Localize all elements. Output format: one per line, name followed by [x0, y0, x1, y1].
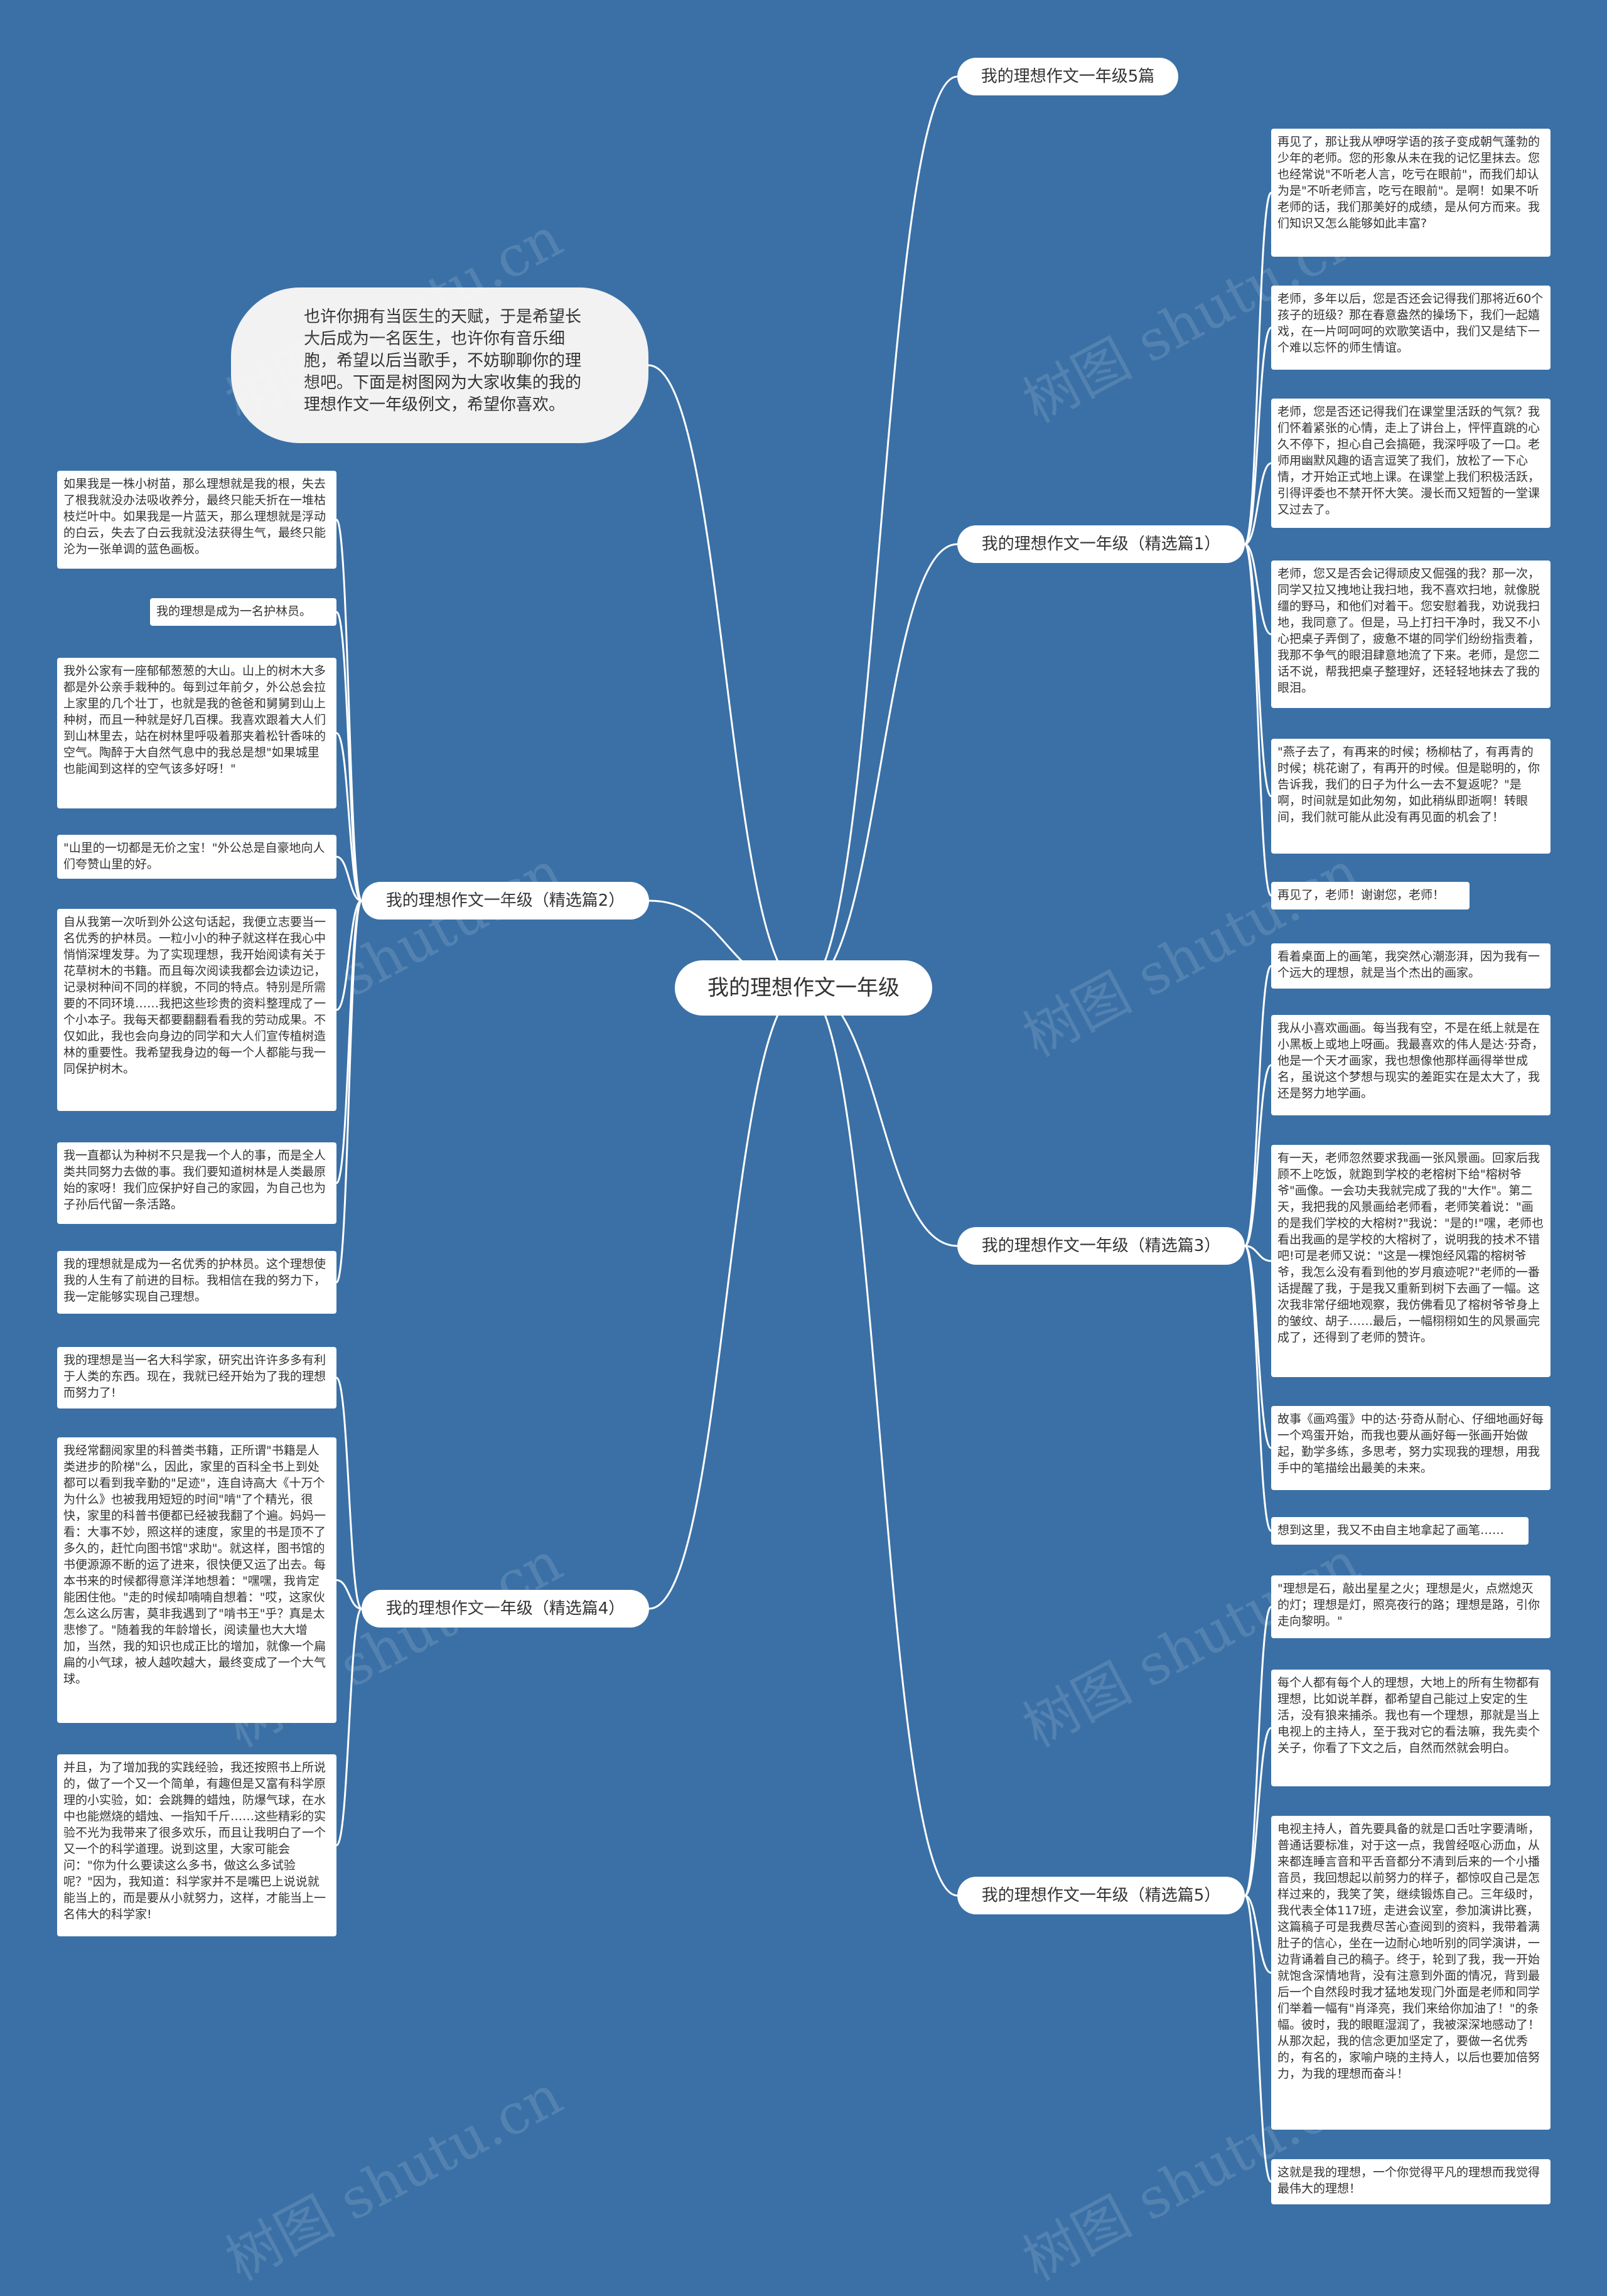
connector-branch-leaf [1244, 1606, 1272, 1897]
leaf-essay-4-1: 我的理想是当一名大科学家，研究出许许多多有利于人类的东西。现在，我就已经开始为了… [57, 1347, 336, 1408]
connector-branch-leaf [335, 856, 363, 902]
leaf-essay-3-1: 看着桌面上的画笔，我突然心潮澎湃，因为我有一个远大的理想，就是当个杰出的画家。 [1271, 943, 1551, 989]
connector-branch-leaf [1244, 543, 1272, 897]
branch-topic-essay-4[interactable]: 我的理想作文一年级（精选篇4） [362, 1590, 649, 1628]
connector-branch-leaf [1244, 1245, 1272, 1532]
leaf-essay-2-4: "山里的一切都是无价之宝！"外公总是自豪地向人们夸赞山里的好。 [57, 835, 336, 879]
connector-branch-leaf [1244, 462, 1272, 545]
connector-branch-leaf [335, 732, 363, 902]
leaf-essay-5-2: 每个人都有每个人的理想，大地上的所有生物都有理想，比如说羊群，都希望自己能过上安… [1271, 1670, 1551, 1786]
connector-branch-leaf [335, 899, 363, 1184]
connector-root-intro [647, 364, 805, 989]
connector-branch-leaf [1244, 1727, 1272, 1897]
connector-branch-leaf [1244, 1894, 1272, 1974]
leaf-essay-2-3: 我外公家有一座郁郁葱葱的大山。山上的树木大多都是外公亲手栽种的。每到过年前夕，外… [57, 658, 336, 808]
leaf-essay-2-1: 如果我是一株小树苗，那么理想就是我的根，失去了根我就没办法吸收养分，最终只能夭折… [57, 471, 336, 569]
leaf-essay-1-5: "燕子去了，有再来的时候；杨柳枯了，有再青的时候；桃花谢了，有再开的时候。但是聪… [1271, 739, 1551, 854]
intro-bubble: 也许你拥有当医生的天赋，于是希望长大后成为一名医生，也许你有音乐细胞，希望以后当… [231, 287, 648, 443]
connector-root-branch [802, 987, 959, 1897]
connector-branch-leaf [1244, 1245, 1272, 1262]
leaf-essay-3-4: 故事《画鸡蛋》中的达·芬奇从耐心、仔细地画好每一个鸡蛋开始，而我也要从画好每一张… [1271, 1406, 1551, 1490]
connector-branch-leaf [335, 899, 363, 1011]
connector-branch-leaf [335, 1607, 363, 1847]
connector-branch-leaf [335, 518, 363, 902]
leaf-essay-5-4: 这就是我的理想，一个你觉得平凡的理想而我觉得最伟大的理想！ [1271, 2159, 1551, 2204]
connector-branch-leaf [1244, 1894, 1272, 2183]
leaf-essay-1-6: 再见了，老师！谢谢您，老师！ [1271, 882, 1470, 909]
connector-root-branch [802, 543, 959, 989]
leaf-essay-1-2: 老师，多年以后，您是否还会记得我们那将近60个孩子的班级？那在春意盎然的操场下，… [1271, 286, 1551, 370]
branch-topic-essay-2[interactable]: 我的理想作文一年级（精选篇2） [362, 882, 649, 920]
connector-root-branch [802, 987, 959, 1247]
connector-branch-leaf [1244, 326, 1272, 545]
leaf-essay-3-5: 想到这里，我又不由自主地拿起了画笔…… [1271, 1517, 1529, 1545]
connector-branch-leaf [1244, 191, 1272, 545]
leaf-essay-2-7: 我的理想就是成为一名优秀的护林员。这个理想使我的人生有了前进的目标。我相信在我的… [57, 1251, 336, 1314]
leaf-essay-1-3: 老师，您是否还记得我们在课堂里活跃的气氛？我们怀着紧张的心情，走上了讲台上，怦怦… [1271, 399, 1551, 528]
leaf-essay-2-2: 我的理想是成为一名护林员。 [150, 598, 336, 626]
connector-branch-leaf [335, 899, 363, 1284]
branch-topic-essay-5[interactable]: 我的理想作文一年级（精选篇5） [957, 1877, 1245, 1914]
leaf-essay-1-1: 再见了，那让我从咿呀学语的孩子变成朝气蓬勃的少年的老师。您的形象从未在我的记忆里… [1271, 129, 1551, 257]
leaf-essay-4-2: 我经常翻阅家里的科普类书籍，正所谓"书籍是人类进步的阶梯"么，因此，家里的百科全… [57, 1437, 336, 1723]
leaf-essay-3-3: 有一天，老师忽然要求我画一张风景画。回家后我顾不上吃饭，就跑到学校的老榕树下给"… [1271, 1145, 1551, 1377]
connector-branch-leaf [335, 1376, 363, 1610]
leaf-essay-2-6: 我一直都认为种树不只是我一个人的事，而是全人类共同努力去做的事。我们要知道树林是… [57, 1142, 336, 1224]
connector-root-branch [802, 75, 959, 989]
branch-topic-5-essays[interactable]: 我的理想作文一年级5篇 [957, 58, 1178, 95]
connector-root-branch [648, 987, 805, 1610]
branch-topic-essay-3[interactable]: 我的理想作文一年级（精选篇3） [957, 1227, 1245, 1265]
leaf-essay-4-3: 并且，为了增加我的实践经验，我还按照书上所说的，做了一个又一个简单，有趣但是又富… [57, 1754, 336, 1936]
connector-branch-leaf [1244, 1245, 1272, 1449]
leaf-essay-5-3: 电视主持人，首先要具备的就是口舌吐字要清晰，普通话要标准，对于这一点，我曾经呕心… [1271, 1816, 1551, 2130]
connector-branch-leaf [1244, 543, 1272, 797]
leaf-essay-2-5: 自从我第一次听到外公这句话起，我便立志要当一名优秀的护林员。一粒小小的种子就这样… [57, 909, 336, 1111]
connector-branch-leaf [1244, 543, 1272, 635]
connector-branch-leaf [1244, 1064, 1272, 1247]
branch-topic-essay-1[interactable]: 我的理想作文一年级（精选篇1） [957, 525, 1245, 563]
connector-branch-leaf [335, 1579, 363, 1610]
connector-branch-leaf [1244, 965, 1272, 1247]
root-topic[interactable]: 我的理想作文一年级 [675, 960, 932, 1016]
connector-branch-leaf [335, 611, 363, 902]
leaf-essay-3-2: 我从小喜欢画画。每当我有空，不是在纸上就是在小黑板上或地上呀画。我最喜欢的伟人是… [1271, 1015, 1551, 1115]
leaf-essay-5-1: "理想是石，敲出星星之火；理想是火，点燃熄灭的灯；理想是灯，照亮夜行的路；理想是… [1271, 1575, 1551, 1638]
leaf-essay-1-4: 老师，您又是否会记得顽皮又倔强的我？那一次，同学又拉又拽地让我扫地，我不喜欢扫地… [1271, 561, 1551, 708]
